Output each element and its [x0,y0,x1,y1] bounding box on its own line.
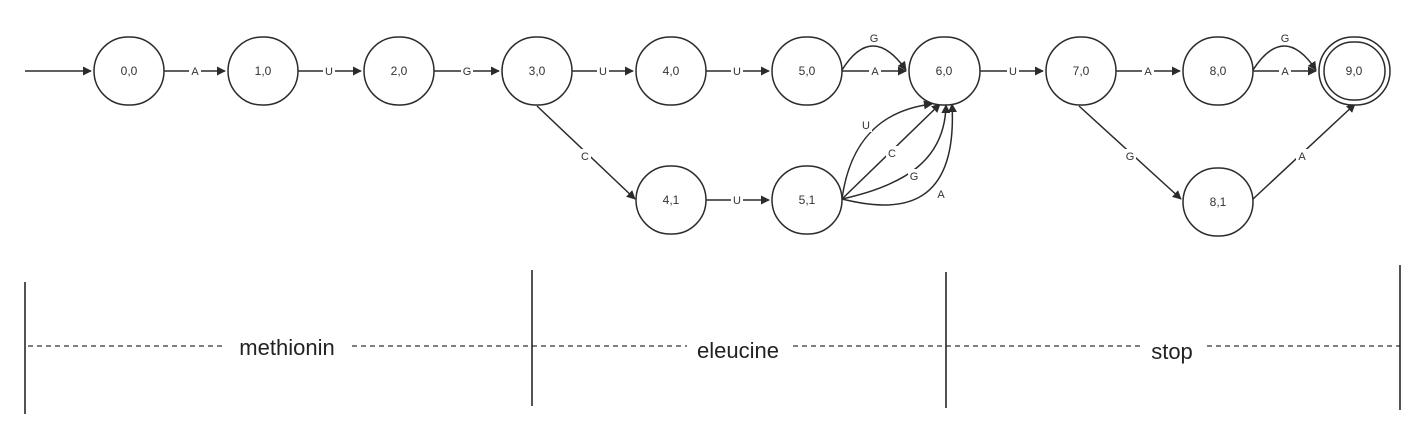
transition-s20-s30: G [434,64,500,78]
transition-s10-s20: U [298,64,362,78]
transition-s81-s90: A [1252,103,1356,200]
transition-label: G [1126,151,1135,163]
transition-label: G [463,66,472,78]
transition-label: C [581,151,589,163]
state-label: 6,0 [936,64,953,78]
state-label: 4,0 [663,64,680,78]
transition-s50-s60-g: G [841,31,907,71]
transition-label: A [1144,66,1152,78]
state-label: 4,1 [663,193,680,207]
state-8-0: 8,0 [1182,36,1254,106]
transition-s60-s70: U [980,64,1044,78]
state-6-0: 6,0 [908,36,981,106]
segment-label-stop: stop [1151,339,1193,364]
transition-label: U [733,66,741,78]
state-0-0: 0,0 [93,36,165,106]
state-4-0: 4,0 [635,36,707,106]
state-label: 8,1 [1210,195,1227,209]
transition-s30-s41: C [536,105,636,200]
transition-s51-s60-c: C [841,103,941,200]
transition-label: A [871,66,879,78]
transition-s51-s60-g: G [841,104,951,200]
state-label: 0,0 [121,64,138,78]
transition-label: G [910,171,919,183]
transition-label: U [599,66,607,78]
state-label: 1,0 [255,64,272,78]
state-5-1: 5,1 [771,165,843,235]
state-8-1: 8,1 [1182,167,1254,237]
state-4-1: 4,1 [635,165,707,235]
segment-label-methionin: methionin [239,335,334,360]
segment-label-eleucine: eleucine [697,338,779,363]
transition-s51-s60-a: A [841,103,957,206]
transition-s30-s40: U [572,64,634,78]
transition-s51-s60-u: U [841,100,933,200]
state-label: 7,0 [1073,64,1090,78]
state-2-0: 2,0 [363,36,435,106]
transition-label: C [888,148,896,160]
transition-label: A [1281,66,1289,78]
transition-s70-s80: A [1116,64,1181,78]
transition-label: A [191,66,199,78]
state-label: 3,0 [529,64,546,78]
transition-label: U [325,66,333,78]
state-label: 2,0 [391,64,408,78]
transition-label: U [862,120,870,132]
transition-label: G [1281,33,1290,45]
state-3-0: 3,0 [501,36,573,106]
state-label: 8,0 [1210,64,1227,78]
transition-s40-s50: U [706,64,770,78]
state-label: 5,1 [799,193,816,207]
state-7-0: 7,0 [1045,36,1117,106]
transition-label: G [870,33,879,45]
transition-label: U [733,195,741,207]
transition-s80-s90-a: A [1253,64,1317,78]
state-9-0-accepting: 9,0 [1318,36,1391,106]
state-5-0: 5,0 [771,36,843,106]
state-1-0: 1,0 [227,36,299,106]
transition-label: U [1009,66,1017,78]
transition-s00-s10: A [164,64,226,78]
state-label: 5,0 [799,64,816,78]
transition-s41-s51: U [706,193,770,207]
transition-s70-s81: G [1078,105,1182,200]
transition-label: A [1298,151,1306,163]
transition-s50-s60-a: A [842,64,907,78]
transition-s80-s90-g: G [1252,31,1317,71]
state-label: 9,0 [1346,64,1363,78]
segment-ruler: methionin eleucine stop [24,265,1401,414]
transition-label: A [937,189,945,201]
